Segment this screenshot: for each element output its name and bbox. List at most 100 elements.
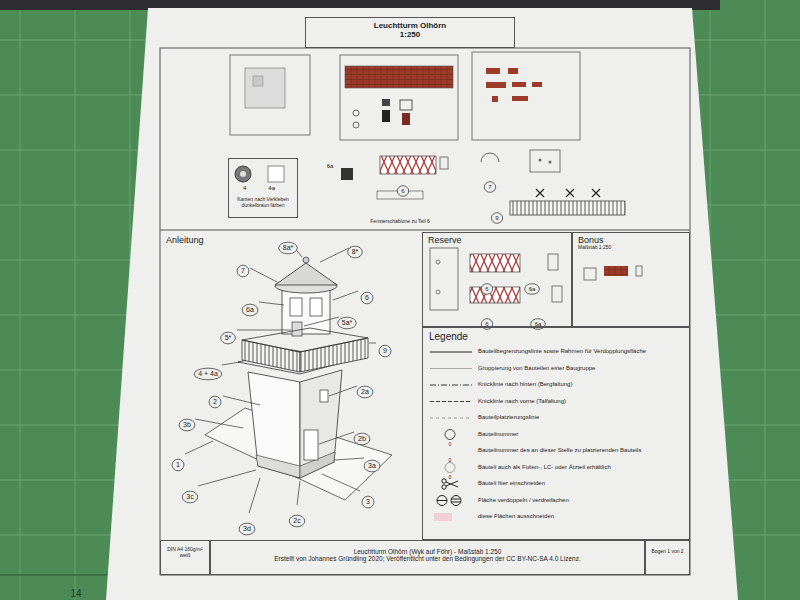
reserve-window-part [470,287,520,303]
legend-panel: Legende [422,327,690,540]
bonus-part [636,266,642,276]
callout-number: 3c [186,493,193,501]
part-label: 6a [327,163,334,170]
legend-text: Fläche verdoppeln / verdreifachen [478,497,686,504]
callout-number: 3a [368,462,376,470]
legend-sample [430,352,472,353]
node-text: 1:250 [310,30,510,39]
part-box [472,52,580,140]
part-label: 0 [449,458,452,464]
callout-number: 5a* [342,319,353,327]
legend-text: Bauteilnummer [478,431,686,438]
legend-sample [445,430,455,440]
roof-strip-part [345,66,453,88]
bonus-part [584,268,596,280]
reserve-window-part [470,254,520,272]
lantern-roof-part [235,166,251,182]
small-part-box [530,150,560,172]
node-text: Kanten nach Verkleben dunkelbraun färben [232,197,294,209]
legend-text: diese Flächen ausschneiden [478,513,686,520]
callout-ellipse [179,419,195,431]
node-text: Bonus [578,235,684,245]
callout-number: 3d [243,525,251,533]
callout-number: 6 [485,286,488,293]
sheet-number-box: Bogen 1 von 2 [645,540,690,575]
callout-ellipse [362,496,374,508]
callout-number: 3 [366,498,370,506]
callout-number: 4 + 4a [198,370,218,378]
part-label: 14 [70,588,81,599]
part-box [230,55,310,135]
title-box: Leuchtturm Olhörn1:250 [305,17,515,48]
callout-ellipse [361,292,373,304]
node-text: Leuchtturm Olhörn [310,21,510,30]
callout-number: 3b [183,421,191,429]
instruction-panel: Anleitung [160,232,422,540]
part-dot [539,159,542,162]
part-dot [549,161,552,164]
legend-sample [437,496,461,506]
callout-ellipse [354,433,370,445]
reserve-part [430,248,458,310]
callout-ellipse [239,523,255,535]
bonus-part [604,266,628,276]
base-plate-part [245,68,285,108]
door-part [382,110,390,122]
legend-text: Knicklinie nach vorne (Talfaltung) [478,398,686,405]
callout-number: 6 [401,188,404,195]
small-red-parts [486,68,542,102]
node-text: Erstellt von Johannes Gründling 2020; Ve… [215,555,640,562]
paper-sheet [106,8,738,600]
callout-ellipse [279,242,298,254]
callout-ellipse [481,284,492,295]
legend-text: Bauteil auch als Folien-, LC- oder Ätzte… [478,464,686,471]
paper-info-box: DIN A4 160g/m² weiß [160,540,210,575]
callout-number: 8a* [283,244,294,252]
callout-number: 6a [529,286,536,293]
callout-number: 2 [213,398,217,406]
window-part [382,99,390,106]
node-text: Legende [429,331,683,343]
callout-ellipse [237,265,249,277]
reserve-small-part [552,286,562,302]
part-box [340,55,458,140]
node-text: Maßstab 1:250 [578,245,684,251]
legend-sample [445,463,455,473]
node-text: Leuchtturm Olhörn (Wyk auf Föhr) - Maßst… [215,548,640,555]
legend-text: Bauteilnummer des an dieser Stelle zu pl… [478,447,686,454]
callout-number: 9 [495,215,498,222]
cut-marks [536,189,600,197]
callout-ellipse [182,491,197,503]
callout-number: 2b [358,435,366,443]
callout-ellipse [397,186,408,197]
part-label: 0 [449,475,452,481]
callout-ellipse [484,182,495,193]
door-part [402,113,410,125]
legend-text: Bauteil hier einschneiden [478,480,686,487]
legend-sample [430,368,472,369]
callout-ellipse [379,345,391,357]
footer-info-box: Leuchtturm Olhörn (Wyk auf Föhr) - Maßst… [210,540,645,575]
reserve-panel: Reserve [422,232,572,327]
legend-text: Gruppierung von Bauteilen einer Baugrupp… [478,365,686,372]
callout-number: 5* [225,334,232,342]
callout-number: 8* [352,248,359,256]
part-dot [353,110,359,116]
callout-number: 2a [361,388,369,396]
roof-cone-part [481,153,499,162]
sheet-frame [160,48,690,575]
callout-number: 7 [488,184,491,191]
leader-lines [185,246,376,513]
legend-swatch [434,513,452,521]
square-part [268,166,284,182]
callout-ellipse [209,396,221,408]
callout-number: 2c [293,517,300,525]
legend-sample [430,418,472,419]
railing-part [510,201,625,215]
legend-text: Bauteilplatzierungslinie [478,414,686,421]
callout-number: 6a [535,321,542,328]
